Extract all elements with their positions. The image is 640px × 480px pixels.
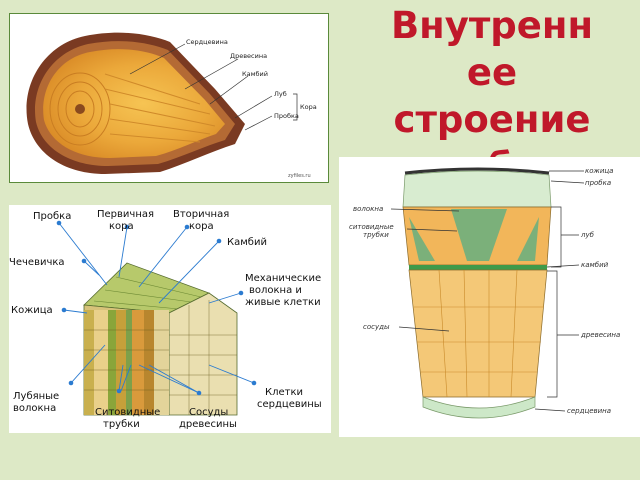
bast-strip: [116, 310, 126, 415]
growth-ring: [57, 81, 103, 137]
cell-grid: [84, 300, 237, 415]
cambium-strip: [126, 310, 132, 415]
label-bast: Луб: [274, 90, 287, 98]
label-lenticel: Чечевичка: [9, 257, 65, 268]
slide-title: Внутренн ее строение стебля: [352, 2, 632, 161]
leader-lines: [129, 43, 298, 131]
label-sieve-tubes-2: трубки: [103, 419, 140, 430]
label-wood: Древесина: [230, 52, 267, 60]
cambium-band: [409, 265, 547, 270]
label-mech-1: Механические: [245, 273, 321, 284]
label-sieve-tubes-2: трубки: [363, 231, 389, 239]
sieve-tube-wedge: [451, 209, 507, 261]
wood-rays: [414, 269, 544, 398]
cortex-strip: [108, 310, 116, 415]
heartwood-core: [75, 104, 85, 114]
sieve-tube-wedge: [517, 217, 539, 261]
label-pith: сердцевина: [567, 407, 611, 415]
label-vessels: сосуды: [363, 323, 390, 331]
label-sieve-tubes-1: Ситовидные: [95, 407, 160, 418]
block-side-face: [168, 292, 238, 416]
leader-lines: [390, 170, 585, 412]
label-pith-cells-1: Клетки: [265, 387, 303, 398]
label-heartwood: Сердцевина: [186, 38, 228, 46]
label-cork: пробка: [585, 179, 611, 187]
vessels-strip: [132, 310, 144, 415]
label-pith-cells-2: сердцевины: [257, 399, 322, 410]
title-line-3: строение: [393, 98, 591, 141]
label-bast-fibers-1: Лубяные: [13, 391, 59, 402]
cork-strip: [94, 310, 108, 415]
label-cambium: Камбий: [227, 237, 267, 248]
pointer-lines: [58, 222, 255, 394]
label-cambium: камбий: [581, 261, 609, 269]
wood-zone: [408, 269, 548, 398]
title-line-2: ее: [466, 51, 518, 94]
label-mech-3: живые клетки: [245, 297, 321, 308]
label-wood-vessels-2: древесины: [179, 419, 237, 430]
wood-strip: [144, 310, 154, 415]
label-secondary-cortex-2: кора: [189, 221, 214, 232]
block-illustration: Пробка Первичная кора Вторичная кора Кам…: [9, 209, 322, 430]
sieve-tube-wedge: [409, 217, 435, 261]
pointer-dots: [56, 220, 257, 396]
watermark: zyfiles.ru: [288, 173, 311, 179]
stem-block-diagram: Пробка Первичная кора Вторичная кора Кам…: [9, 205, 331, 433]
epidermis-edge: [404, 167, 550, 175]
label-epidermis: Кожица: [11, 305, 53, 316]
label-mech-2: волокна и: [249, 285, 302, 296]
label-epidermis: кожица: [585, 167, 613, 175]
label-bast-fibers-2: волокна: [13, 403, 56, 414]
label-cambium: Камбий: [242, 70, 268, 78]
stem-cross-section-diagram: кожица пробка волокна ситовидные трубки …: [339, 157, 640, 437]
label-primary-cortex-2: кора: [109, 221, 134, 232]
label-bast: луб: [580, 231, 595, 239]
title-line-1: Внутренн: [390, 4, 594, 47]
wood-layer: [43, 49, 226, 158]
pith-strip: [154, 310, 169, 415]
log-illustration: Сердцевина Древесина Камбий Луб Пробка К…: [26, 32, 317, 179]
label-sieve-tubes-1: ситовидные: [349, 223, 394, 231]
label-wood: древесина: [580, 331, 620, 339]
label-fibers: волокна: [353, 205, 383, 213]
label-cork: Пробка: [274, 112, 299, 120]
pith-zone: [422, 396, 536, 419]
label-wood-vessels-1: Сосуды: [189, 407, 228, 418]
growth-ring: [49, 72, 111, 146]
wood-grain: [104, 73, 216, 143]
label-bark: Кора: [300, 103, 317, 111]
top-face-texture: [93, 276, 202, 310]
log-structure-diagram: Сердцевина Древесина Камбий Луб Пробка К…: [9, 13, 329, 183]
label-secondary-cortex-1: Вторичная: [173, 209, 229, 220]
label-primary-cortex-1: Первичная: [97, 209, 154, 220]
cork-zone: [402, 170, 552, 208]
growth-ring: [65, 90, 95, 128]
cross-section-illustration: кожица пробка волокна ситовидные трубки …: [349, 167, 620, 419]
label-cork: Пробка: [33, 211, 71, 222]
